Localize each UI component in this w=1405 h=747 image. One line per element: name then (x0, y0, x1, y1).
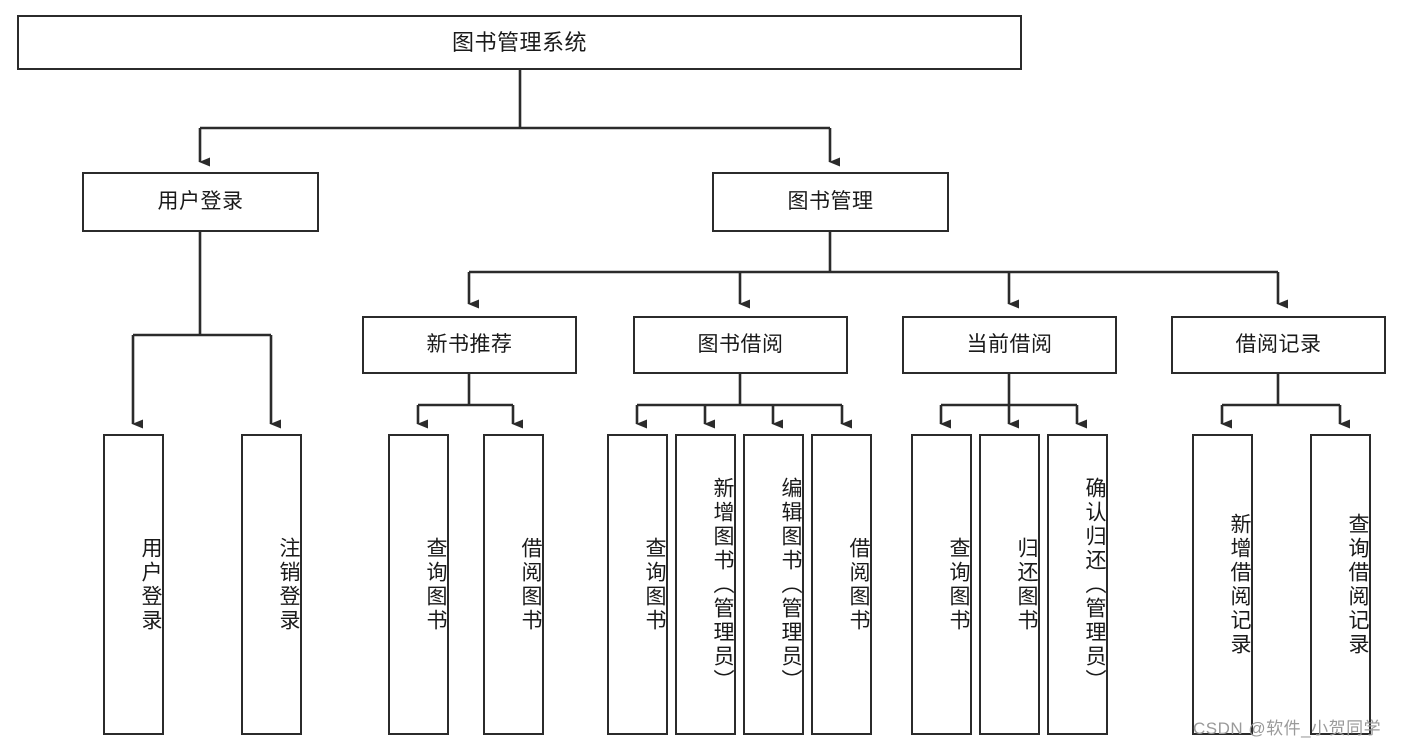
leaf-current-confirm-return-admin[interactable]: 确认归还（管理员） (1047, 434, 1108, 735)
leaf-label: 确认归还（管理员） (1083, 476, 1106, 693)
leaf-label: 查询图书 (947, 536, 970, 633)
leaf-record-query-record[interactable]: 查询借阅记录 (1310, 434, 1371, 735)
leaf-label: 归还图书 (1015, 536, 1038, 633)
leaf-borrow-borrow-book[interactable]: 借阅图书 (811, 434, 872, 735)
leaf-current-return-book[interactable]: 归还图书 (979, 434, 1040, 735)
leaf-borrow-query-book[interactable]: 查询图书 (607, 434, 668, 735)
leaf-label: 编辑图书（管理员） (779, 476, 802, 693)
leaf-label: 查询借阅记录 (1346, 512, 1369, 657)
leaf-newbook-borrow-book[interactable]: 借阅图书 (483, 434, 544, 735)
leaf-borrow-add-book-admin[interactable]: 新增图书（管理员） (675, 434, 736, 735)
node-book-borrow[interactable]: 图书借阅 (633, 316, 848, 374)
node-current-borrow[interactable]: 当前借阅 (902, 316, 1117, 374)
leaf-current-query-book[interactable]: 查询图书 (911, 434, 972, 735)
node-book-management[interactable]: 图书管理 (712, 172, 949, 232)
leaf-label: 查询图书 (424, 536, 447, 633)
leaf-borrow-edit-book-admin[interactable]: 编辑图书（管理员） (743, 434, 804, 735)
leaf-user-login-login[interactable]: 用户登录 (103, 434, 164, 735)
node-user-login[interactable]: 用户登录 (82, 172, 319, 232)
leaf-label: 借阅图书 (847, 536, 870, 633)
node-new-book-recommend[interactable]: 新书推荐 (362, 316, 577, 374)
leaf-label: 查询图书 (643, 536, 666, 633)
leaf-label: 注销登录 (277, 536, 300, 633)
leaf-newbook-query-book[interactable]: 查询图书 (388, 434, 449, 735)
leaf-label: 借阅图书 (519, 536, 542, 633)
leaf-label: 用户登录 (139, 536, 162, 633)
leaf-label: 新增借阅记录 (1228, 512, 1251, 657)
node-borrow-record[interactable]: 借阅记录 (1171, 316, 1386, 374)
node-root-system[interactable]: 图书管理系统 (17, 15, 1022, 70)
leaf-label: 新增图书（管理员） (711, 476, 734, 693)
csdn-watermark: CSDN @软件_小贺同学 (1193, 719, 1382, 738)
leaf-user-login-logout[interactable]: 注销登录 (241, 434, 302, 735)
leaf-record-add-record[interactable]: 新增借阅记录 (1192, 434, 1253, 735)
